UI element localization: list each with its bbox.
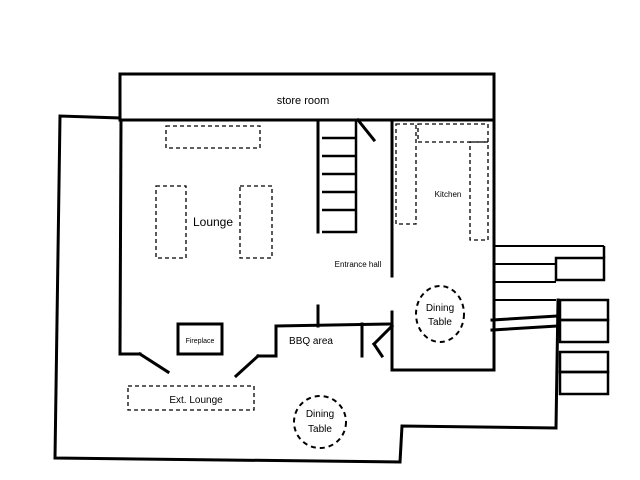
store-room: store room	[118, 72, 496, 122]
dining-table-inner: Dining Table	[415, 285, 465, 343]
dining-table-outer: Dining Table	[293, 395, 347, 449]
kitchen-label: Kitchen	[435, 190, 462, 199]
dining-table-inner-label-line1: Dining	[426, 303, 454, 314]
ext-lounge-label: Ext. Lounge	[169, 395, 223, 406]
lounge-label: Lounge	[193, 215, 233, 229]
ext-lounge-furniture	[127, 385, 255, 411]
kitchen-counters	[395, 123, 489, 241]
lounge-sofa-right	[239, 185, 273, 259]
store-room-label: store room	[277, 95, 330, 107]
lounge-sofa-top	[165, 125, 261, 149]
fireplace-label: Fireplace	[186, 338, 215, 345]
dining-table-inner-label-line2: Table	[428, 317, 452, 328]
outer-deck-walls	[53, 114, 560, 464]
kitchen-counter-left	[395, 123, 417, 225]
bbq-area-label: BBQ area	[289, 336, 333, 347]
kitchen-counter-top	[417, 123, 489, 143]
internal-staircase	[322, 118, 358, 234]
house-walls	[118, 117, 496, 379]
dining-table-outer-label-line2: Table	[308, 424, 332, 435]
fireplace: Fireplace	[176, 322, 224, 356]
kitchen-counter-right	[469, 141, 489, 241]
lounge-sofa-left	[155, 185, 187, 259]
dining-table-outer-label-line1: Dining	[306, 409, 334, 420]
entrance-hall-label: Entrance hall	[335, 260, 382, 269]
lounge-furniture	[155, 125, 273, 259]
external-stairs	[494, 245, 610, 396]
